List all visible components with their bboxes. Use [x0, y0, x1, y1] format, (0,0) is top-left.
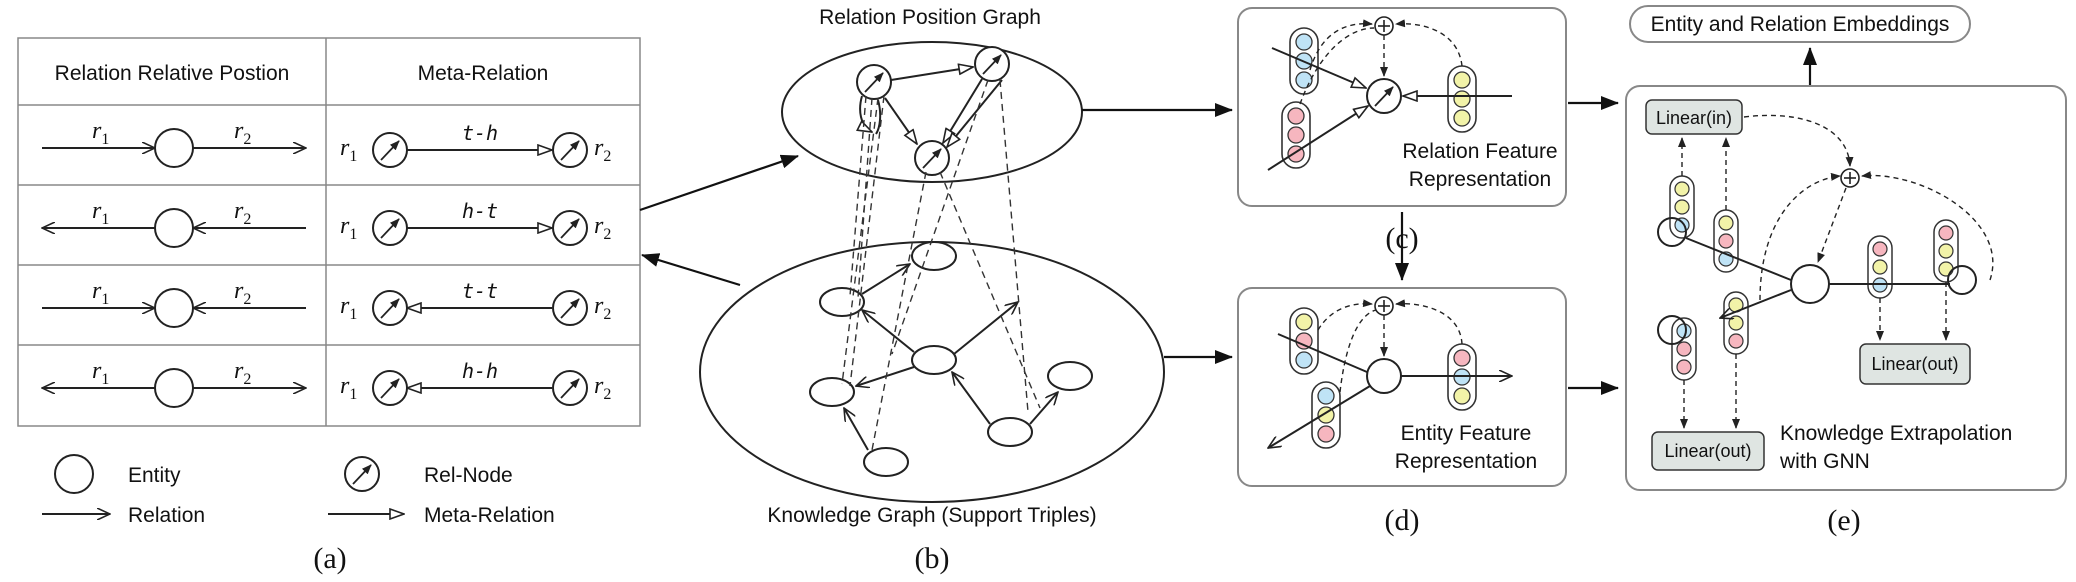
meta-relation-label: t-t — [462, 279, 498, 303]
linear-in-box — [1645, 99, 1743, 135]
gnn-center-node — [1790, 264, 1830, 304]
relation-label-r1: r1 — [92, 118, 109, 148]
rel-label-r2: r2 — [594, 135, 611, 165]
entity-node — [1366, 358, 1402, 394]
linear-out-right-label: Linear(out) — [1871, 354, 1958, 374]
panel-c-box — [1237, 7, 1567, 207]
meta-row-1: r1 t-h r2 — [340, 121, 611, 168]
panel-e-label-line2: with GNN — [1779, 450, 1870, 473]
linear-out-bottom-box — [1651, 431, 1765, 471]
relation-label-r2: r2 — [234, 358, 251, 388]
legend-meta-relation-label: Meta-Relation — [424, 504, 555, 527]
legend-relation-label: Relation — [128, 504, 205, 527]
gnn-vector-6 — [1723, 291, 1749, 355]
gnn-vector-5 — [1671, 317, 1697, 381]
relation-label-r2: r2 — [234, 118, 251, 148]
rel-label-r1: r1 — [340, 373, 357, 403]
panel-e-label-line1: Knowledge Extrapolation — [1780, 422, 2012, 445]
rel-label-r2: r2 — [594, 213, 611, 243]
table-header-left: Relation Relative Postion — [55, 62, 290, 85]
meta-relation-label: h-h — [462, 359, 498, 383]
table-header-right: Meta-Relation — [418, 62, 549, 85]
self-loop — [1657, 217, 1687, 247]
gnn-vector-1 — [1669, 175, 1695, 239]
rel-label-r2: r2 — [594, 293, 611, 323]
linear-out-right-box — [1859, 343, 1971, 385]
rel-label-r2: r2 — [594, 373, 611, 403]
panel-e-box — [1625, 85, 2067, 491]
panel-d-label-line2: Representation — [1395, 450, 1537, 473]
knowledge-graph-title: Knowledge Graph (Support Triples) — [767, 504, 1096, 527]
position-row-2: r1 r2 — [42, 198, 306, 248]
rpg-rel-nodes — [856, 46, 1010, 176]
panel-d: Entity Feature Representation (d) — [1237, 287, 1567, 537]
linear-out-bottom-label: Linear(out) — [1664, 441, 1751, 461]
entity-node — [154, 368, 194, 408]
self-loop — [1657, 315, 1687, 345]
position-row-3: r1 r2 — [42, 278, 306, 328]
linear-in-label: Linear(in) — [1656, 108, 1732, 128]
meta-row-2: r1 h-t r2 — [340, 199, 611, 246]
rel-label-r1: r1 — [340, 135, 357, 165]
position-row-1: r1 r2 — [42, 118, 306, 168]
meta-relation-label: h-t — [462, 199, 498, 223]
feature-vector-pink-blue — [1289, 307, 1319, 375]
self-loop — [1947, 265, 1977, 295]
panel-a: Relation Relative Postion Meta-Relation … — [17, 37, 641, 575]
panel-d-label-line1: Entity Feature — [1401, 422, 1532, 445]
caption-a: (a) — [313, 542, 346, 575]
relation-label-r1: r1 — [92, 358, 109, 388]
arrow-b-to-a — [641, 253, 741, 287]
meta-row-3: r1 t-t r2 — [340, 279, 611, 326]
position-row-4: r1 r2 — [42, 358, 306, 408]
relation-label-r1: r1 — [92, 198, 109, 228]
embeddings-label: Entity and Relation Embeddings — [1651, 13, 1950, 36]
panel-e: Entity and Relation Embeddings Linear(in… — [1625, 5, 2067, 537]
rel-label-r1: r1 — [340, 213, 357, 243]
relation-position-graph-title: Relation Position Graph — [819, 6, 1041, 29]
feature-vector-yellow — [1447, 65, 1477, 133]
panel-b: Relation Position Graph — [699, 6, 1165, 575]
relation-label-r2: r2 — [234, 198, 251, 228]
entity-node — [154, 128, 194, 168]
relation-label-r2: r2 — [234, 278, 251, 308]
feature-vector-mixed — [1311, 381, 1341, 449]
caption-b: (b) — [915, 542, 950, 575]
entity-node — [154, 288, 194, 328]
caption-d: (d) — [1385, 504, 1420, 537]
entity-node — [154, 208, 194, 248]
legend-entity-icon — [54, 454, 94, 494]
gnn-vector-3 — [1867, 235, 1893, 299]
table-frame — [17, 37, 641, 427]
panel-c-label-line2: Representation — [1409, 168, 1551, 191]
gnn-vector-4 — [1933, 219, 1959, 283]
caption-e: (e) — [1827, 504, 1860, 537]
panel-c-label-line1: Relation Feature — [1402, 140, 1557, 163]
embeddings-box — [1629, 5, 1971, 43]
relation-label-r1: r1 — [92, 278, 109, 308]
correspondence-lines — [841, 79, 1041, 451]
rel-label-r1: r1 — [340, 293, 357, 323]
panel-c: Relation Feature Representation (c) — [1237, 7, 1567, 255]
legend-rel-node-label: Rel-Node — [424, 464, 513, 487]
arrow-a-to-b-top — [639, 154, 799, 212]
meta-row-4: r1 h-h r2 — [340, 359, 611, 406]
meta-relation-label: t-h — [462, 121, 498, 145]
gnn-vector-2 — [1713, 209, 1739, 273]
kg-entity-nodes — [809, 241, 1093, 477]
legend-entity-label: Entity — [128, 464, 181, 487]
legend: Entity Relation Rel-Node Meta-Relation — [42, 454, 555, 527]
